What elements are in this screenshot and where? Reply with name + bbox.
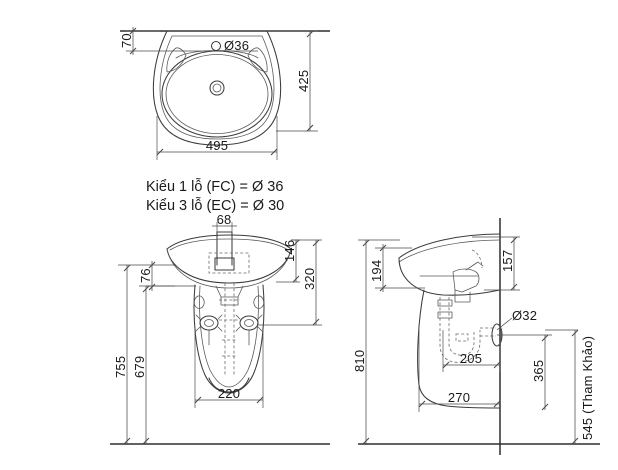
top-view-group: 70 Ø36 425 495 <box>119 27 330 160</box>
top-view-right-recess <box>247 47 268 73</box>
dim-755-tick-bottom <box>123 437 131 445</box>
dim-425-tick-top <box>306 30 314 38</box>
side-view-trap-nut-1 <box>437 299 453 307</box>
dim-194-tick-bottom <box>379 284 387 292</box>
front-view-left-bracket <box>193 295 205 309</box>
dim-label-top-overall-depth: 425 <box>296 70 311 92</box>
dim-label-front-pedestal-width: 220 <box>218 386 240 401</box>
side-view-basin-top-rim <box>398 233 501 259</box>
dim-label-side-overall-height: 810 <box>352 350 367 372</box>
front-view-tailpiece-nut <box>220 296 239 306</box>
dim-270-tick-right <box>493 400 501 408</box>
dim-label-tap-hole-diameter: Ø36 <box>224 38 249 53</box>
top-view-tap-hole <box>210 40 222 52</box>
front-view-deck-recess-hidden <box>208 252 250 274</box>
top-view-rim-outline <box>159 35 275 140</box>
dim-320-tick-top <box>312 239 320 247</box>
side-view-mixer-lever <box>465 261 484 271</box>
side-view-basin-top-rim-2 <box>398 239 501 263</box>
front-view-faucet-body <box>216 231 233 266</box>
side-view-supply-hidden <box>471 249 483 269</box>
dim-220-tick-right <box>256 396 264 404</box>
dim-label-front-basin-height: 320 <box>302 268 317 290</box>
side-view-waste-outlet-hidden <box>480 327 496 337</box>
side-view-mixer-body <box>452 268 480 293</box>
dim-320-tick-bottom <box>312 318 320 326</box>
side-view-mixer-stem <box>454 289 471 303</box>
top-view-outer-outline <box>152 30 282 146</box>
side-view-trap-nut-3 <box>455 333 469 342</box>
dim-label-front-mounting-height: 679 <box>132 356 147 378</box>
front-view-right-bracket <box>253 295 265 309</box>
dim-365-tick-top <box>541 334 549 342</box>
dim-76-tick-top <box>148 261 156 269</box>
dim-495-tick-left <box>156 148 164 156</box>
side-view-trap-hidden <box>439 297 481 363</box>
front-view-basin-rim <box>169 238 289 251</box>
dim-label-side-waste-height: 365 <box>531 360 546 382</box>
front-view-faucet-base <box>214 257 235 271</box>
front-view-right-valve <box>235 314 263 346</box>
dim-label-side-waste-diameter: Ø32 <box>512 308 537 323</box>
note-line-1-hole-fc: Kiểu 1 lỗ (FC) = Ø 36 <box>146 178 283 195</box>
dim-label-top-overall-width: 495 <box>206 138 228 153</box>
front-view-left-valve <box>195 314 223 346</box>
dim-810-tick-bottom <box>362 437 370 445</box>
dim-label-front-faucet-width: 68 <box>217 212 232 227</box>
note-line-2-hole-ec: Kiểu 3 lỗ (EC) = Ø 30 <box>146 197 284 214</box>
dim-810-tick-top <box>362 239 370 247</box>
dim-d32-leader <box>496 317 513 331</box>
dim-679-tick-top <box>142 285 150 293</box>
front-view-shroud-bottom <box>208 377 250 393</box>
dim-270-tick-left <box>418 400 426 408</box>
dim-76-tick-bottom <box>148 283 156 291</box>
dim-679-tick-bottom <box>142 437 150 445</box>
dim-205-tick-right <box>493 361 501 369</box>
dim-label-side-reference-height: 545 (Tham Khảo) <box>580 336 595 440</box>
top-view-bowl-opening-inner <box>165 54 269 134</box>
side-view-group: Ø32 194 157 810 205 270 <box>352 218 600 455</box>
dim-220-tick-left <box>194 396 202 404</box>
dim-194-tick-top <box>379 244 387 252</box>
dim-70-tick-bottom <box>129 47 137 55</box>
side-view-trap-nut-2 <box>437 311 453 319</box>
top-view-drain-hole-outer <box>209 80 225 96</box>
dim-157-tick-top <box>510 236 518 244</box>
dim-425-tick-bottom <box>306 124 314 132</box>
dim-157-tick-bottom <box>510 283 518 291</box>
front-view-trap-hidden <box>219 299 240 357</box>
dim-label-top-depth-to-hole: 70 <box>119 33 134 48</box>
front-view-shroud-outline <box>193 284 265 394</box>
dim-365-tick-bottom <box>541 403 549 411</box>
front-view-shroud-inner <box>199 285 259 388</box>
top-view-bowl-opening <box>161 50 273 138</box>
dim-label-front-bowl-height: 146 <box>282 240 297 262</box>
front-view-tailpiece <box>215 285 244 298</box>
dim-label-side-bowl-depth: 194 <box>369 260 384 282</box>
front-view-basin-apron <box>166 248 292 289</box>
dim-70-tick-top <box>129 27 137 35</box>
dim-205-tick-left <box>442 361 450 369</box>
side-view-shroud-profile <box>417 289 501 409</box>
dim-label-side-rim-to-wall: 157 <box>500 250 515 272</box>
notes-group: Kiểu 1 lỗ (FC) = Ø 36 Kiểu 3 lỗ (EC) = Ø… <box>146 178 284 214</box>
dim-label-front-rim-offset: 76 <box>138 268 153 283</box>
side-view-bowl-underside <box>398 257 501 296</box>
dim-545-tick-top <box>571 329 579 337</box>
top-view-left-recess <box>166 47 187 73</box>
top-view-drain-hole-inner <box>212 83 222 93</box>
dim-label-side-trap-offset: 205 <box>460 351 482 366</box>
dim-label-front-overall-height: 755 <box>113 356 128 378</box>
dim-146-tick-bottom <box>292 275 300 283</box>
dim-label-side-projection: 270 <box>448 390 470 405</box>
side-view-trap-hidden-2 <box>448 297 475 356</box>
front-view-group: 68 146 320 76 755 679 <box>110 212 330 445</box>
dim-755-tick-top <box>123 264 131 272</box>
dim-495-tick-right <box>270 148 278 156</box>
dim-146-tick-top <box>292 239 300 247</box>
dim-545-tick-bottom <box>571 437 579 445</box>
